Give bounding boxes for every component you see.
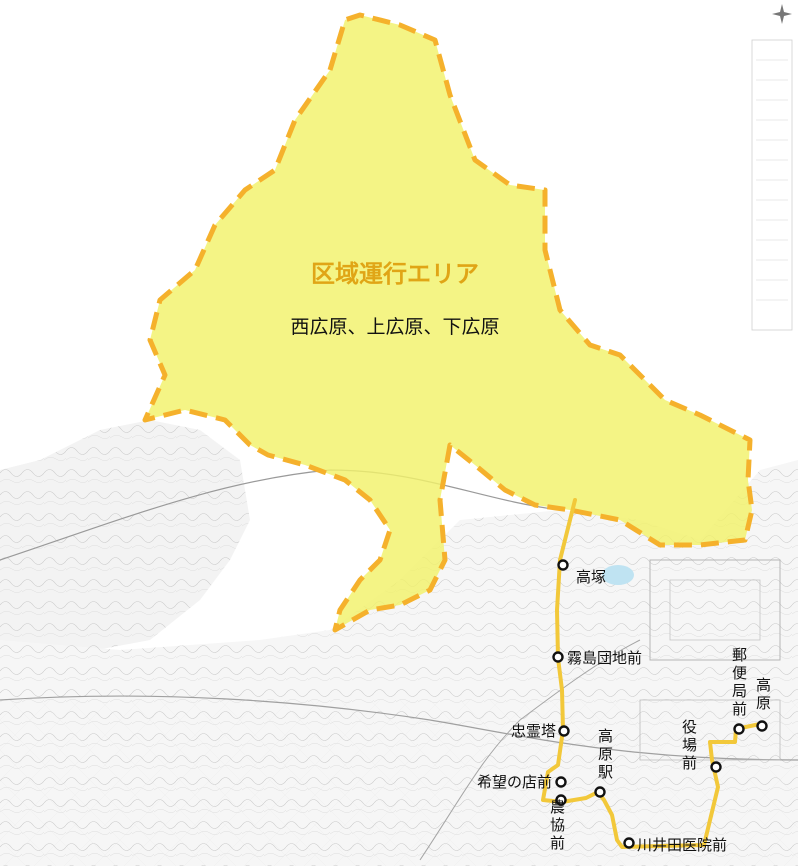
pond (602, 565, 634, 585)
stop-marker-noukyou-mae[interactable] (555, 794, 567, 806)
stop-label-yakuba-mae: 役場前 (682, 718, 697, 772)
stop-label-kawaida-iin-mae: 川井田医院前 (637, 836, 727, 854)
stop-label-churei-to: 忠霊塔 (511, 722, 556, 740)
stop-marker-kirishima-danchi-mae[interactable] (552, 651, 564, 663)
stop-label-noukyou-mae: 農協前 (550, 798, 565, 852)
compass-rose-icon (772, 4, 792, 24)
service-area-polygon (142, 12, 755, 633)
stop-marker-takaharu[interactable] (756, 720, 768, 732)
zone-title: 区域運行エリア (311, 260, 479, 288)
stop-label-kirishima-danchi-mae: 霧島団地前 (567, 649, 642, 667)
stop-label-takaharu: 高原 (756, 676, 771, 712)
stop-label-yuubinkyoku-mae: 郵便局前 (732, 646, 747, 718)
stop-marker-kibou-no-mise-mae[interactable] (555, 776, 567, 788)
stop-label-takatsuka: 高塚 (576, 568, 606, 586)
stop-label-kibou-no-mise-mae: 希望の店前 (477, 773, 552, 791)
stop-marker-yuubinkyoku-mae[interactable] (733, 723, 745, 735)
bus-stop-markers (552, 559, 768, 849)
stop-marker-churei-to[interactable] (558, 725, 570, 737)
stop-label-takaharu-eki: 高原駅 (598, 727, 613, 781)
stop-marker-yakuba-mae[interactable] (710, 761, 722, 773)
stop-marker-takatsuka[interactable] (557, 559, 569, 571)
legend-strip (751, 39, 793, 331)
zone-subtitle: 西広原、上広原、下広原 (290, 316, 499, 338)
stop-marker-takaharu-eki[interactable] (594, 786, 606, 798)
stop-marker-kawaida-iin-mae[interactable] (623, 837, 635, 849)
